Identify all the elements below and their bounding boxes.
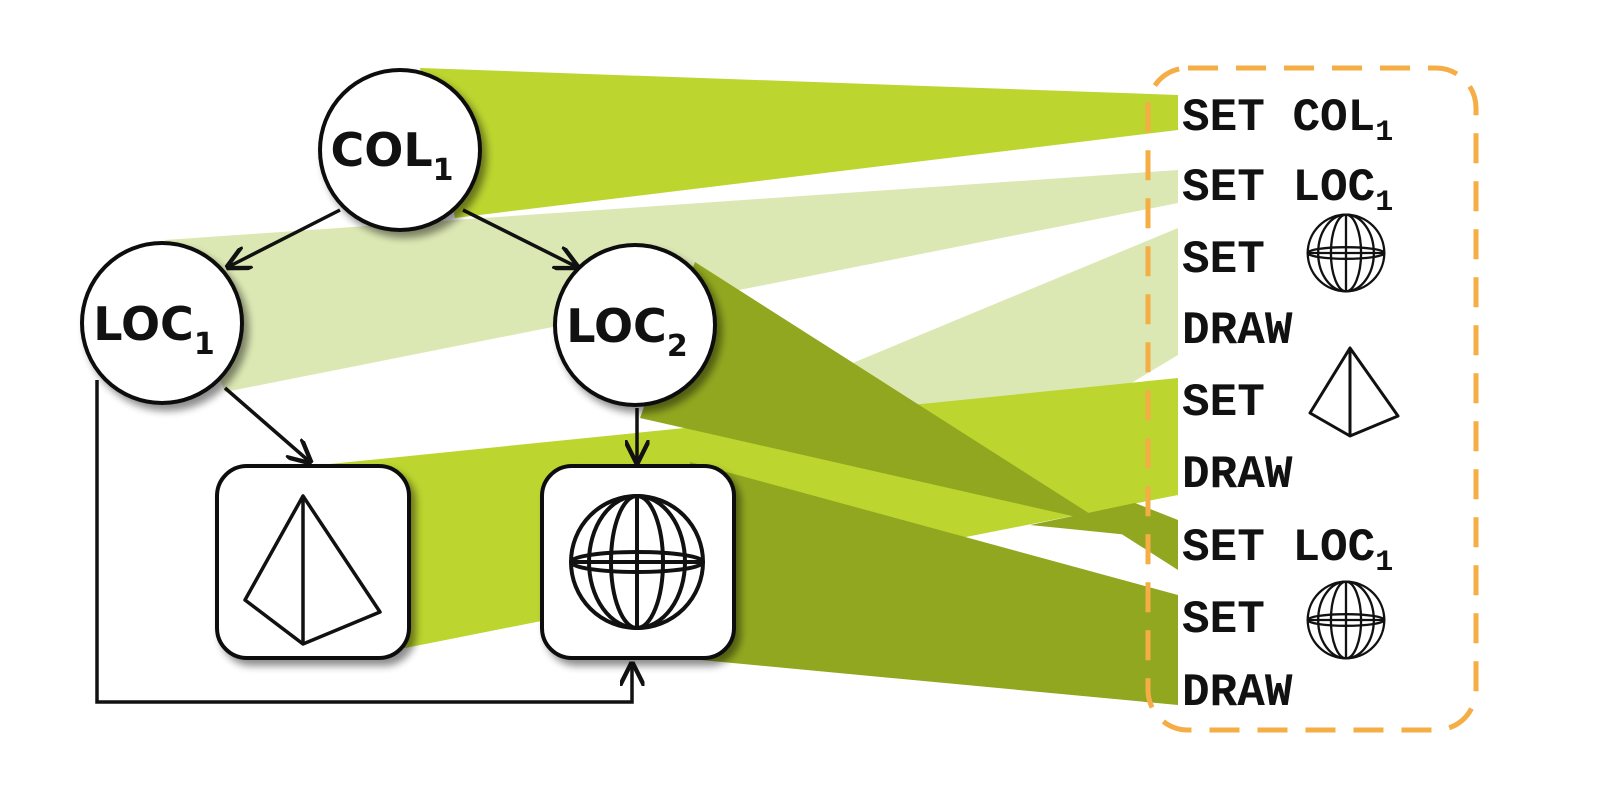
edge-col1-loc1 [228, 208, 341, 267]
program-line-5: SET [1182, 377, 1265, 429]
node-col1-subscript: 1 [433, 153, 454, 188]
node-col1-label: COL [330, 123, 432, 177]
program-line-9: DRAW [1182, 667, 1293, 719]
svg-text:LOC2: LOC2 [566, 299, 687, 364]
node-loc1-subscript: 1 [194, 327, 215, 362]
node-loc2: LOC2 [553, 243, 717, 407]
leaf-sphere [540, 464, 736, 660]
node-loc1-label: LOC [93, 297, 194, 351]
wireframe-sphere-icon [569, 494, 705, 630]
program-line-7: SET LOC1 [1182, 522, 1393, 580]
wireframe-sphere-icon [1306, 213, 1386, 293]
band-col1 [420, 68, 1178, 218]
svg-text:LOC1: LOC1 [93, 297, 214, 362]
program-line-1: SET COL1 [1182, 92, 1393, 150]
edge-loc1-sphere [95, 380, 632, 704]
wireframe-sphere-icon [1306, 580, 1386, 660]
node-loc2-label: LOC [566, 299, 667, 353]
node-loc1: LOC1 [80, 241, 244, 405]
program-box [1145, 65, 1479, 733]
edge-col1-loc2 [462, 208, 577, 267]
band-sphere-draw [680, 462, 1178, 705]
program-line-4: DRAW [1182, 305, 1293, 357]
program-line-2: SET LOC1 [1182, 162, 1393, 220]
svg-text:COL1: COL1 [330, 123, 453, 188]
pyramid-icon [243, 494, 382, 646]
band-loc1-second [1030, 503, 1178, 540]
pyramid-icon [1308, 346, 1400, 438]
edge-loc1-pyramid [223, 386, 310, 462]
node-col1: COL1 [318, 68, 482, 232]
program-line-3: SET [1182, 234, 1265, 286]
program-line-8: SET [1182, 594, 1265, 646]
band-loc2 [640, 262, 1178, 570]
correspondence-bands [165, 68, 1178, 705]
program-lines: SET COL1 SET LOC1 SET DRAW SET DRAW SET … [1182, 92, 1400, 719]
program-line-6: DRAW [1182, 449, 1293, 501]
node-loc2-subscript: 2 [667, 329, 688, 364]
leaf-pyramid [215, 464, 411, 660]
graph-edges [95, 208, 637, 704]
